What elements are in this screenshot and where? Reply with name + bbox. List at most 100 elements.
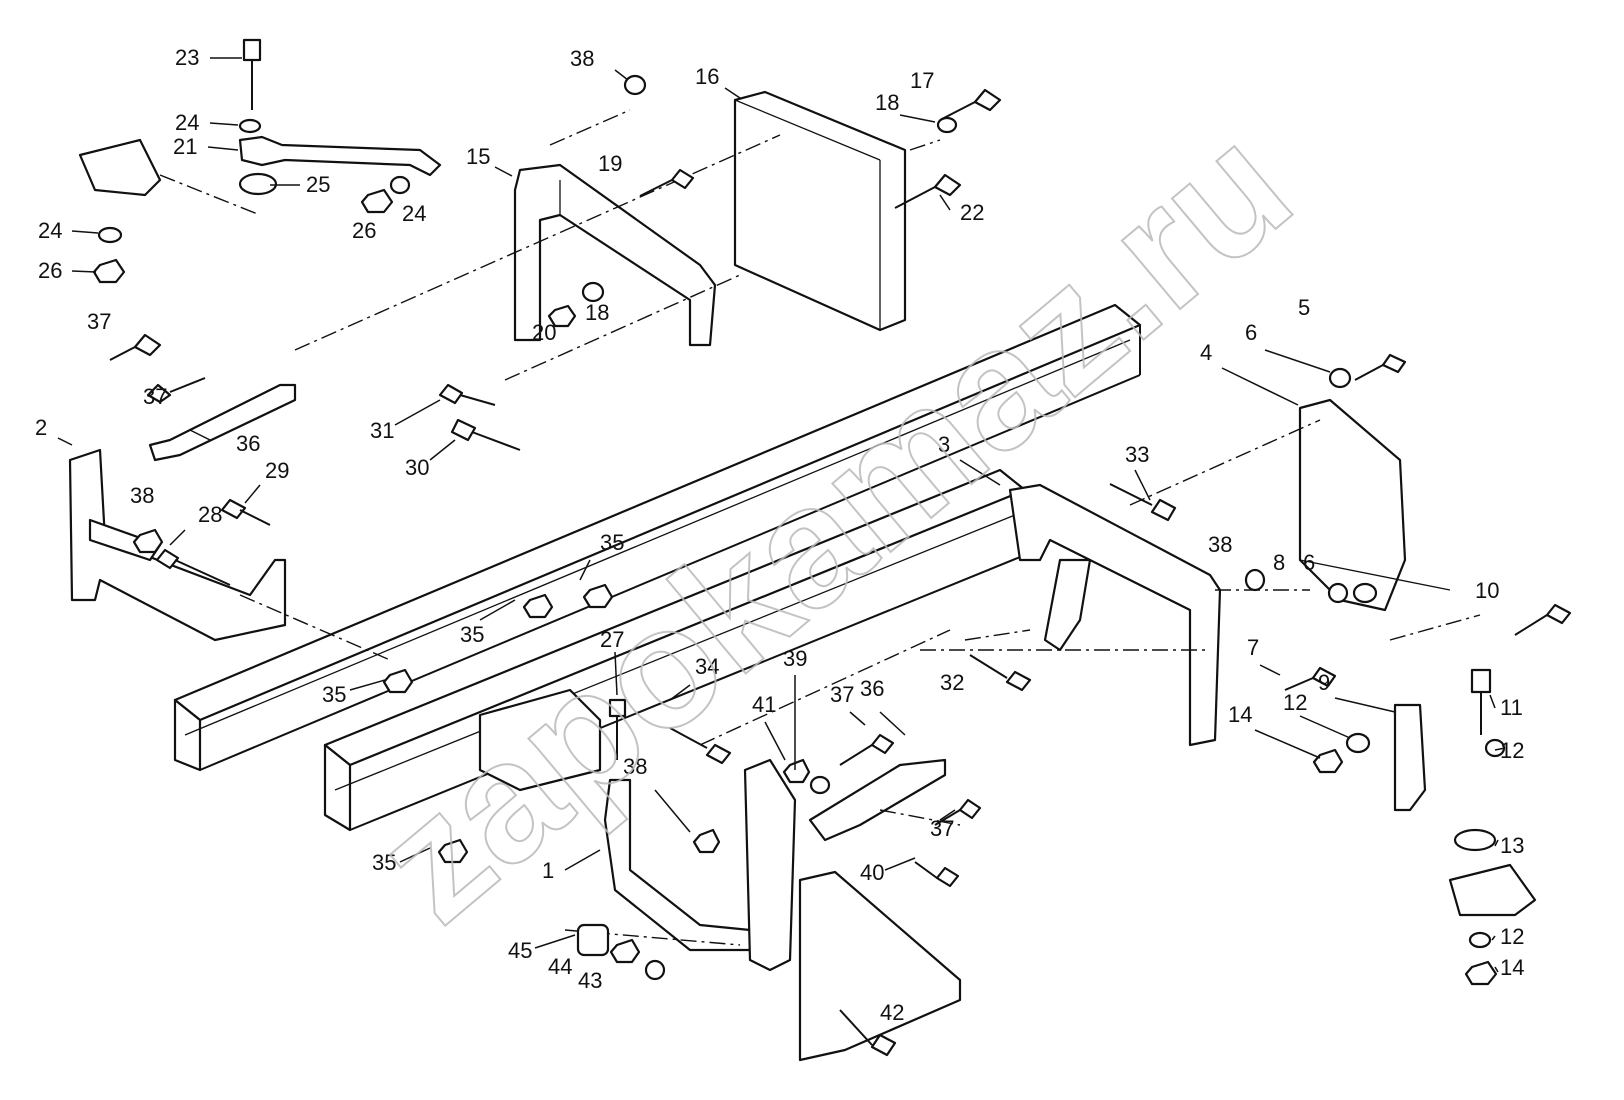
leader-line [579, 559, 591, 581]
bracket-3 [1008, 483, 1222, 747]
leader-line [614, 651, 618, 696]
leader-line [1494, 747, 1506, 751]
bracket-15 [513, 163, 717, 347]
callout-number: 6 [1303, 550, 1315, 575]
leader-line [939, 809, 956, 821]
callout-number: 2 [35, 415, 47, 440]
mudguard-bottom [798, 870, 962, 1062]
callout-number: 19 [598, 151, 622, 176]
callout-number: 12 [1500, 738, 1524, 763]
leader-line [207, 146, 239, 151]
leader-line [1494, 839, 1499, 847]
callout-number: 18 [585, 300, 609, 325]
leader-line [534, 934, 576, 949]
callout-number: 28 [198, 502, 222, 527]
callout-number: 12 [1283, 690, 1307, 715]
leader-line [669, 684, 691, 701]
leader-line [899, 114, 936, 123]
callout-number: 37 [87, 309, 111, 334]
callout-number: 38 [623, 754, 647, 779]
callout-number: 44 [548, 954, 572, 979]
callout-number: 38 [570, 46, 594, 71]
callout-number: 32 [940, 670, 964, 695]
leader-line [394, 399, 441, 426]
leader-line [1264, 349, 1331, 373]
callout-number: 24 [402, 201, 426, 226]
callout-number: 7 [1247, 635, 1259, 660]
leader-line [494, 166, 513, 177]
leader-line [479, 599, 516, 621]
callout-number: 42 [880, 1000, 904, 1025]
callout-number: 36 [860, 676, 884, 701]
front-plate [743, 758, 797, 972]
callout-number: 5 [1298, 295, 1310, 320]
bracket-36-left [148, 383, 297, 462]
callout-number: 36 [236, 431, 260, 456]
mudguard-top [733, 90, 907, 332]
callout-number: 33 [1125, 442, 1149, 467]
callout-number: 12 [1500, 924, 1524, 949]
leader-line [399, 847, 431, 863]
leader-line [169, 529, 186, 546]
leader-line [884, 857, 916, 871]
bracket-2 [68, 448, 287, 642]
callout-number: 3 [938, 432, 950, 457]
callout-number: 41 [752, 692, 776, 717]
callout-number: 45 [508, 938, 532, 963]
callout-number: 8 [1273, 550, 1285, 575]
callout-number: 26 [352, 218, 376, 243]
leader-line [939, 194, 951, 211]
callout-number: 26 [38, 258, 62, 283]
callout-number: 37 [143, 384, 167, 409]
leader-line [1334, 697, 1396, 713]
leader-line [724, 87, 741, 99]
callout-number: 40 [860, 860, 884, 885]
callout-number: 23 [175, 45, 199, 70]
leader-line [57, 437, 73, 446]
callout-number: 10 [1475, 578, 1499, 603]
leader-line [1299, 715, 1351, 739]
callout-number: 31 [370, 418, 394, 443]
callout-number: 24 [38, 218, 62, 243]
callout-number: 15 [466, 144, 490, 169]
callout-number: 35 [460, 622, 484, 647]
callout-number: 29 [265, 458, 289, 483]
callout-number: 25 [306, 172, 330, 197]
leader-line [564, 849, 601, 871]
callout-number: 21 [173, 134, 197, 159]
callout-number: 4 [1200, 340, 1212, 365]
callout-number: 35 [372, 850, 396, 875]
callout-number: 14 [1500, 955, 1524, 980]
callout-number: 24 [175, 110, 199, 135]
callout-number: 9 [1318, 670, 1330, 695]
leader-line [849, 711, 866, 726]
callout-number: 20 [532, 320, 556, 345]
callout-number: 35 [322, 682, 346, 707]
leader-line [349, 679, 386, 691]
frame-rail-upper [173, 303, 1142, 772]
leader-line [614, 69, 629, 81]
leader-lines [57, 57, 1506, 973]
callout-number: 38 [130, 483, 154, 508]
leader-line [429, 439, 456, 461]
callout-number: 35 [600, 530, 624, 555]
leader-line [1259, 664, 1281, 676]
callout-number: 13 [1500, 833, 1524, 858]
callout-number: 22 [960, 200, 984, 225]
leader-line [959, 459, 1001, 486]
callout-number: 37 [930, 816, 954, 841]
leader-line [71, 230, 99, 234]
callout-number: 27 [600, 627, 624, 652]
callout-number: 11 [1500, 695, 1523, 720]
callout-number: 17 [910, 68, 934, 93]
leader-line [1489, 694, 1496, 709]
callout-number: 43 [578, 968, 602, 993]
leader-line [1134, 469, 1151, 501]
leader-line [209, 122, 239, 126]
callout-number: 16 [695, 64, 719, 89]
leader-line [764, 721, 786, 761]
leader-line [244, 484, 261, 504]
